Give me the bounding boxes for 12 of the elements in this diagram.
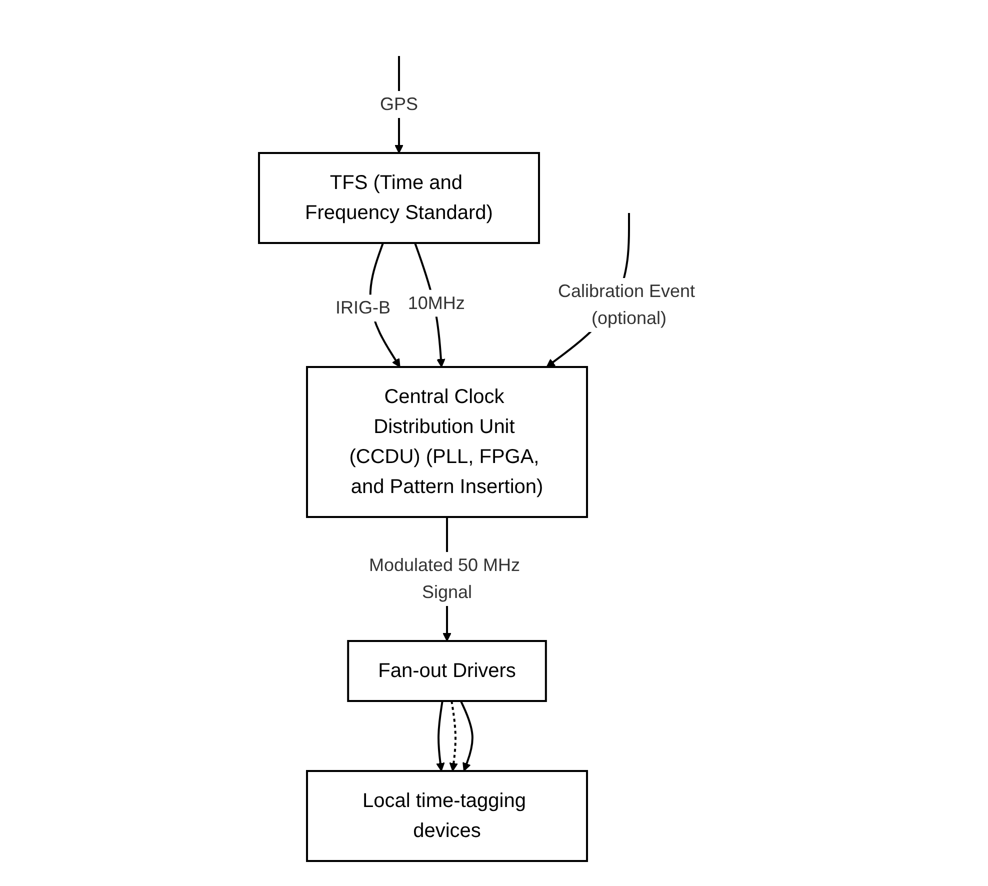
node-box: Central Clock Distribution Unit (CCDU) (PLL, FPGA, and Pattern Insertion) bbox=[306, 366, 588, 518]
arrow bbox=[449, 700, 458, 771]
arrow bbox=[460, 700, 474, 771]
edge-label: GPS bbox=[380, 94, 418, 114]
arrow bbox=[436, 700, 445, 771]
node-box: TFS (Time and Frequency Standard) bbox=[258, 152, 540, 244]
edge-label: 10MHz bbox=[408, 292, 465, 312]
node-box: Fan-out Drivers bbox=[347, 640, 547, 702]
edge-label: IRIG-B bbox=[335, 297, 390, 318]
edge-label: Calibration Event (optional) bbox=[558, 280, 696, 328]
edge-label: Modulated 50 MHz Signal bbox=[368, 554, 520, 602]
node-box: Local time-tagging devices bbox=[306, 770, 588, 862]
